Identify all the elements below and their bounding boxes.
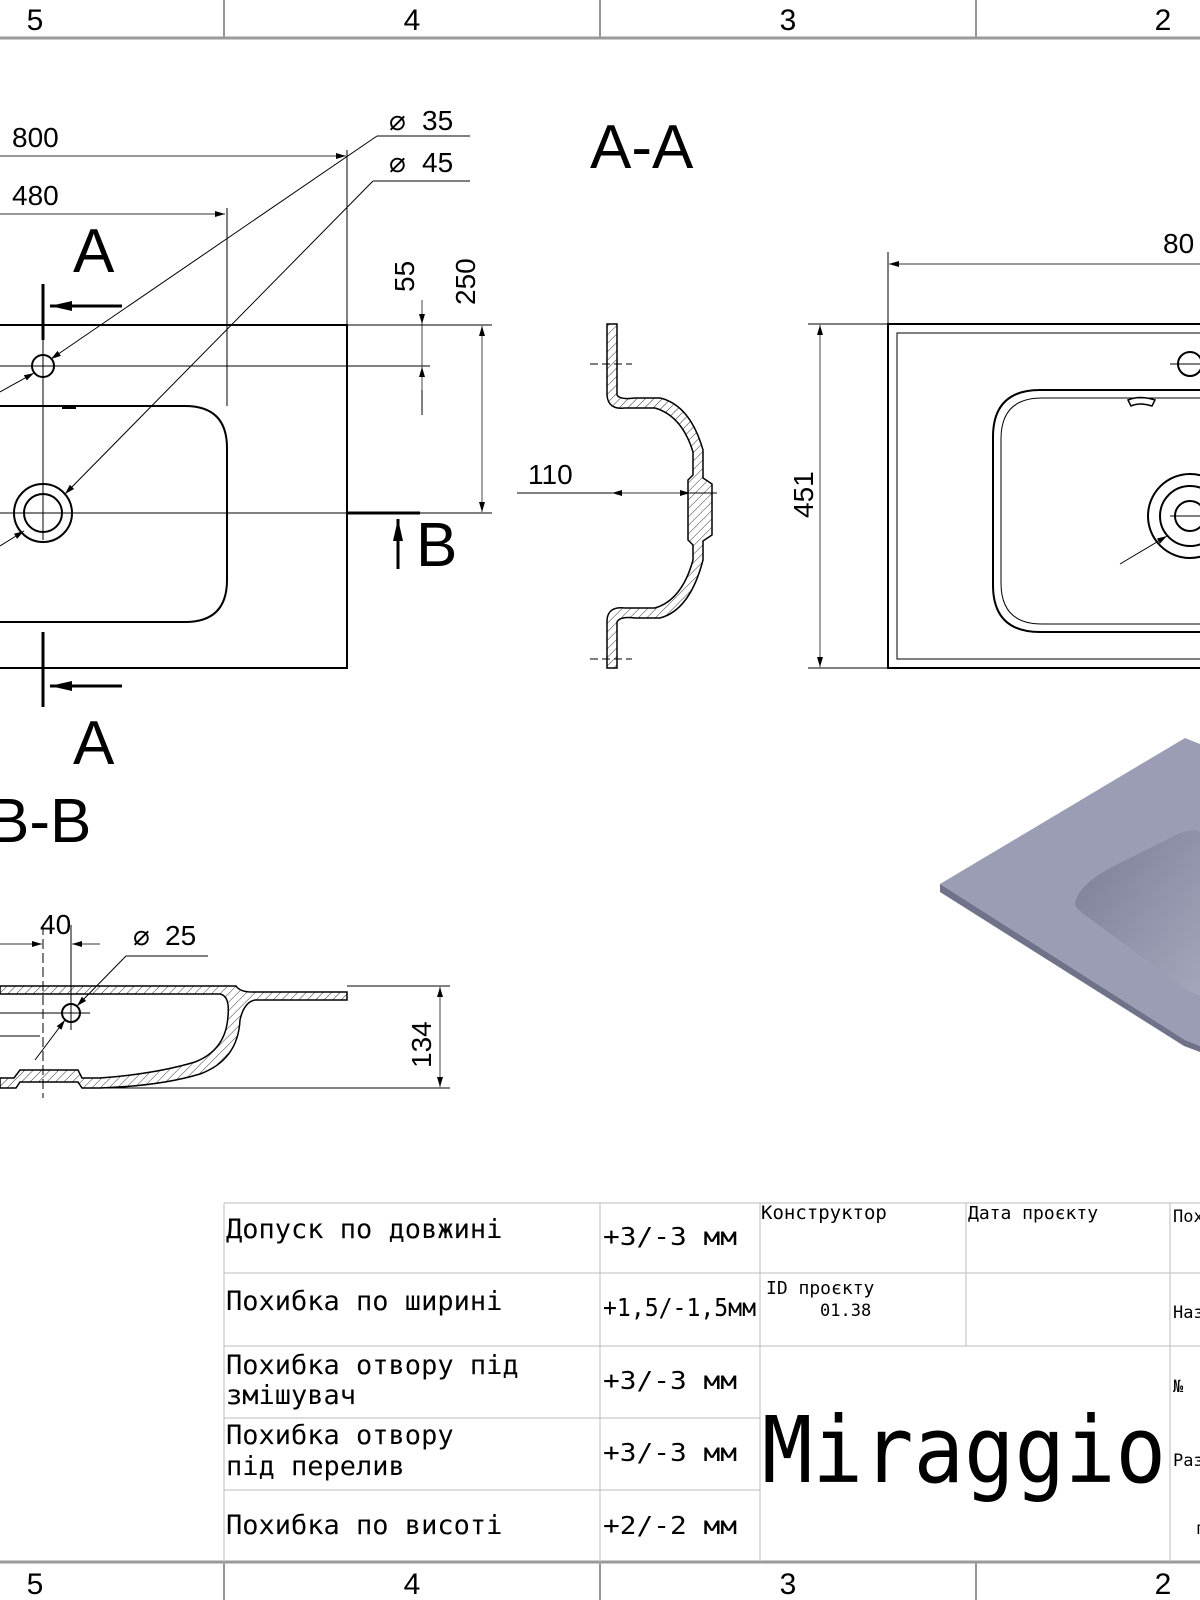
section-aa-title: A-A <box>590 113 694 182</box>
cut-label-3: № <box>1173 1377 1184 1397</box>
tolerance-row-4-label-line2: під перелив <box>226 1451 405 1482</box>
diameter-symbol-25: ⌀ <box>133 920 150 951</box>
dim-250: 250 <box>450 258 481 305</box>
project-id-label: ID проєкту <box>766 1278 875 1299</box>
tolerance-row-3-label: Похибка отвору під <box>226 1350 519 1381</box>
zone-label-top-4: 4 <box>404 4 421 37</box>
section-bb-title: B-B <box>0 787 91 856</box>
tolerance-row-1-value: +3/-3 мм <box>603 1222 737 1251</box>
render-top-surface <box>940 738 1200 1046</box>
diameter-symbol-35: ⌀ <box>389 105 406 136</box>
tolerance-row-2-label: Похибка по ширині <box>226 1286 502 1317</box>
zone-label-bottom-4: 4 <box>404 1568 421 1600</box>
dim-110: 110 <box>528 459 573 490</box>
section-a-label-bottom: A <box>73 709 115 778</box>
project-date-label: Дата проєкту <box>968 1203 1098 1224</box>
plan-view <box>0 135 492 707</box>
dim-diameter-35: 35 <box>422 105 453 136</box>
tolerance-row-3-label-line2: змішувач <box>226 1380 356 1411</box>
designer-label: Конструктор <box>761 1202 887 1224</box>
cut-label-2: Наз <box>1173 1303 1200 1323</box>
section-aa-view <box>517 323 717 669</box>
tolerance-row-2-value: +1,5/-1,5мм <box>603 1293 756 1322</box>
cut-label-4: Раз <box>1173 1451 1200 1471</box>
tolerance-row-1-label: Допуск по довжині <box>226 1214 502 1245</box>
diameter-symbol-45: ⌀ <box>389 147 406 178</box>
zone-label-top-5: 5 <box>27 4 44 37</box>
title-block <box>223 1202 1200 1562</box>
dim-40: 40 <box>40 909 71 940</box>
dim-diameter-45: 45 <box>422 147 453 178</box>
right-plan-view <box>808 252 1200 669</box>
tolerance-row-3-value: +3/-3 мм <box>603 1366 737 1395</box>
dim-55: 55 <box>389 261 420 292</box>
tolerance-row-4-label: Похибка отвору <box>226 1420 454 1451</box>
section-bb-view <box>0 925 450 1098</box>
cut-label-5: п <box>1196 1519 1200 1539</box>
zone-label-top-3: 3 <box>780 4 797 37</box>
zone-label-top-2: 2 <box>1155 4 1172 37</box>
zone-label-bottom-5: 5 <box>27 1568 44 1600</box>
project-id-value: 01.38 <box>820 1301 871 1321</box>
section-a-label-top: A <box>73 217 115 286</box>
tolerance-row-4-value: +3/-3 мм <box>603 1438 737 1467</box>
brand-logo-miraggio: Miraggio <box>762 1397 1166 1504</box>
dim-480: 480 <box>12 180 59 211</box>
dim-134: 134 <box>406 1021 437 1068</box>
dim-800: 800 <box>12 122 59 153</box>
render-basin <box>1075 830 1200 996</box>
section-b-label: B <box>416 511 457 580</box>
tolerance-row-5-value: +2/-2 мм <box>603 1511 737 1540</box>
zone-label-bottom-3: 3 <box>780 1568 797 1600</box>
sink-render <box>940 738 1200 1052</box>
cut-label-1: Пох <box>1173 1207 1200 1227</box>
tolerance-row-5-label: Похибка по висоті <box>226 1510 502 1541</box>
render-front-edge <box>940 884 1200 1052</box>
dim-80: 80 <box>1163 228 1194 259</box>
dim-diameter-25: 25 <box>165 920 196 951</box>
zone-label-bottom-2: 2 <box>1155 1568 1172 1600</box>
dim-451: 451 <box>788 471 819 518</box>
